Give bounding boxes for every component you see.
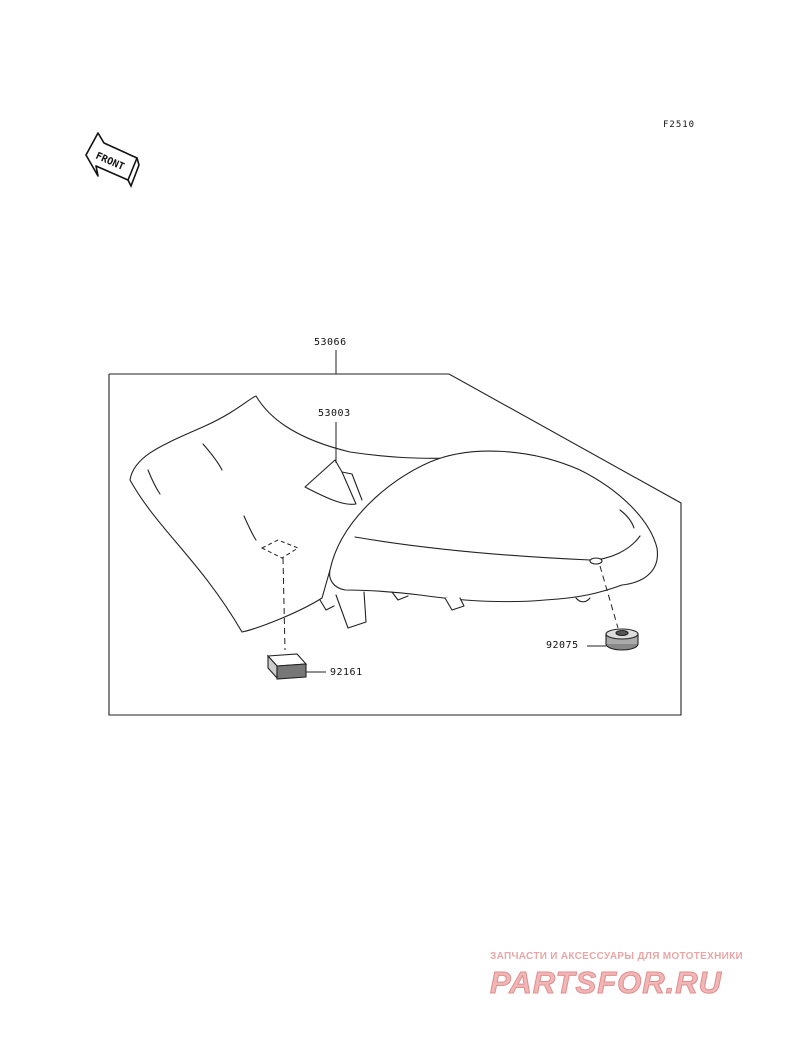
- seat-illustration: [129, 395, 658, 633]
- part-number-pad: 92161: [330, 667, 363, 678]
- assembly-outline: [108, 373, 682, 716]
- part-number-grommet: 92075: [546, 640, 579, 651]
- pad-92161: [266, 653, 308, 680]
- part-number-seat-cover: 53003: [318, 408, 351, 419]
- watermark-tagline: ЗАПЧАСТИ И АКСЕССУАРЫ ДЛЯ МОТОТЕХНИКИ: [490, 951, 743, 962]
- grommet-92075: [605, 628, 639, 651]
- figure-code: F2510: [663, 120, 696, 130]
- watermark-logo: PARTSFOR.RU: [489, 965, 723, 1001]
- leader-pad-dashed: [282, 557, 286, 651]
- front-arrow-icon: FRONT: [85, 132, 140, 188]
- pad-mount-outline: [260, 539, 300, 559]
- part-number-seat-assembly: 53066: [314, 337, 347, 348]
- leader-grommet-dashed: [599, 565, 619, 629]
